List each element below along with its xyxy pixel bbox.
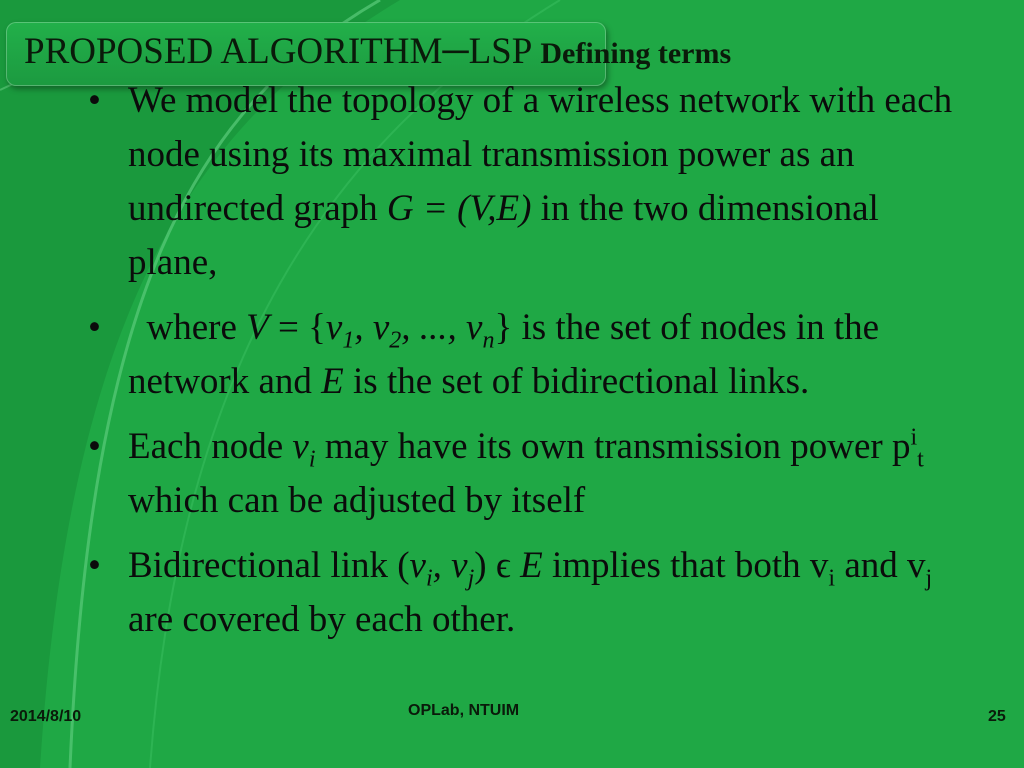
bullet-4-and: and v [835,545,926,586]
sep-2: , ..., [401,307,467,348]
title-banner [6,22,606,86]
bullet-4-end: are covered by each other. [128,599,516,640]
bullet-dot: • [88,80,101,121]
bullet-4: • Bidirectional link (vi, vj) ϵ E implie… [88,539,968,647]
var-E-link: E [520,545,543,586]
bullet-4-text: Bidirectional link ( [128,545,410,586]
graph-expression: G = (V,E) [386,188,532,229]
var-vi-link: vi [409,545,433,592]
set-close-text: } is the set of nodes in the network and [128,307,880,402]
bullet-3-text: Each node [128,426,293,467]
power-sub: t [917,446,924,473]
link-close: ) ϵ [474,545,521,586]
page-number: 25 [988,708,1006,725]
bullet-dot: • [88,307,101,348]
bullet-3: • Each node vi may have its own transmis… [88,420,968,528]
var-vn: vn [466,307,495,354]
sep-1: , [354,307,373,348]
var-V: V [246,307,269,348]
slide-content: • We model the topology of a wireless ne… [88,74,968,658]
bullet-2-tail: is the set of bidirectional links. [343,361,810,402]
title-subtitle: Defining terms [540,37,732,70]
bullet-4-mid: implies that both v [542,545,829,586]
var-vi: vi [292,426,316,473]
bullet-dot: • [88,545,101,586]
bullet-2: • where V = {v1, v2, ..., vn} is the set… [88,301,968,409]
sub-j: j [925,565,933,592]
bullet-1-text: We model the topology of a wireless netw… [128,80,953,229]
footer-date: 2014/8/10 [10,708,82,725]
bullet-dot: • [88,426,101,467]
power-sup: i [910,424,918,451]
var-v2: v2 [372,307,402,354]
set-open: = { [268,307,326,348]
sub-i: i [828,565,836,592]
footer-org: OPLab, NTUIM [408,702,520,719]
link-comma: , [432,545,452,586]
where-text: where [128,307,247,348]
title-main: PROPOSED ALGORITHM─LSP [24,31,533,72]
bullet-1-text-end: in the two dimensional plane, [128,188,879,283]
var-vj-link: vj [451,545,475,592]
var-v1: v1 [325,307,355,354]
bullet-1: • We model the topology of a wireless ne… [88,74,968,290]
var-E: E [321,361,344,402]
bullet-3-mid: may have its own transmission power p [315,426,911,467]
bullet-3-end: which can be adjusted by itself [128,480,586,521]
